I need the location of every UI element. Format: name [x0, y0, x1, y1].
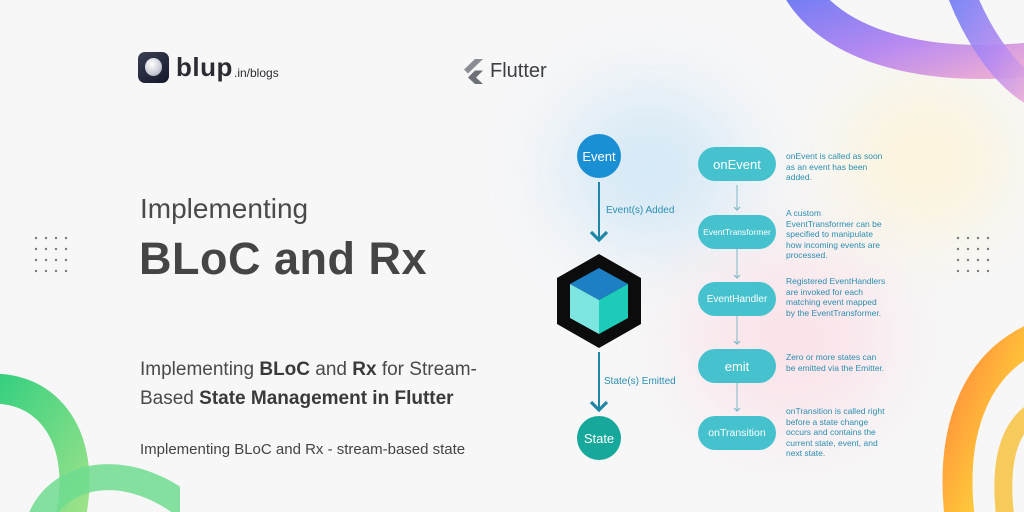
step-pill-onevent: onEvent — [698, 147, 776, 181]
step-desc-ontransition: onTransition is called right before a st… — [786, 406, 885, 458]
flutter-label: Flutter — [490, 60, 547, 82]
state-node: State — [577, 416, 621, 460]
background-glow-yellow — [840, 80, 1010, 240]
brand-name[interactable]: blup — [176, 52, 233, 82]
dot-grid-left — [34, 236, 68, 273]
event-node: Event — [577, 134, 621, 178]
bloc-cube-icon — [557, 254, 641, 348]
step-desc-onevent: onEvent is called as soon as an event ha… — [786, 151, 883, 182]
decorative-swirl-bottom-left — [0, 374, 180, 512]
diagram-connectors — [589, 182, 741, 413]
step-pill-ontransition: onTransition — [698, 416, 776, 450]
background-glow-pink — [690, 250, 890, 430]
events-added-label: Event(s) Added — [606, 205, 675, 216]
flutter-icon — [464, 59, 483, 84]
caption: Implementing BLoC and Rx - stream-based … — [140, 441, 466, 458]
step-desc-emit: Zero or more states can be emitted via t… — [786, 352, 885, 373]
step-pill-emit: emit — [698, 349, 776, 383]
states-emitted-label: State(s) Emitted — [604, 376, 676, 387]
step-pill-eventtransformer: EventTransformer — [698, 215, 776, 249]
decorative-swirl-top-right — [786, 0, 1024, 103]
decorative-swirl-bottom-right — [942, 326, 1024, 512]
subtitle: Implementing BLoC and Rx for Stream-Base… — [140, 359, 477, 409]
heading-line-1: Implementing — [140, 193, 309, 224]
dot-grid-right — [956, 236, 990, 273]
brand-url-suffix[interactable]: .in/blogs — [234, 66, 279, 80]
step-desc-eventhandler: Registered EventHandlers are invoked for… — [786, 276, 886, 318]
step-pill-eventhandler: EventHandler — [698, 282, 776, 316]
step-desc-eventtransformer: A custom EventTransformer can be specifi… — [786, 208, 882, 260]
blup-logo-icon[interactable] — [138, 52, 169, 83]
heading-line-2: BLoC and Rx — [139, 233, 428, 284]
